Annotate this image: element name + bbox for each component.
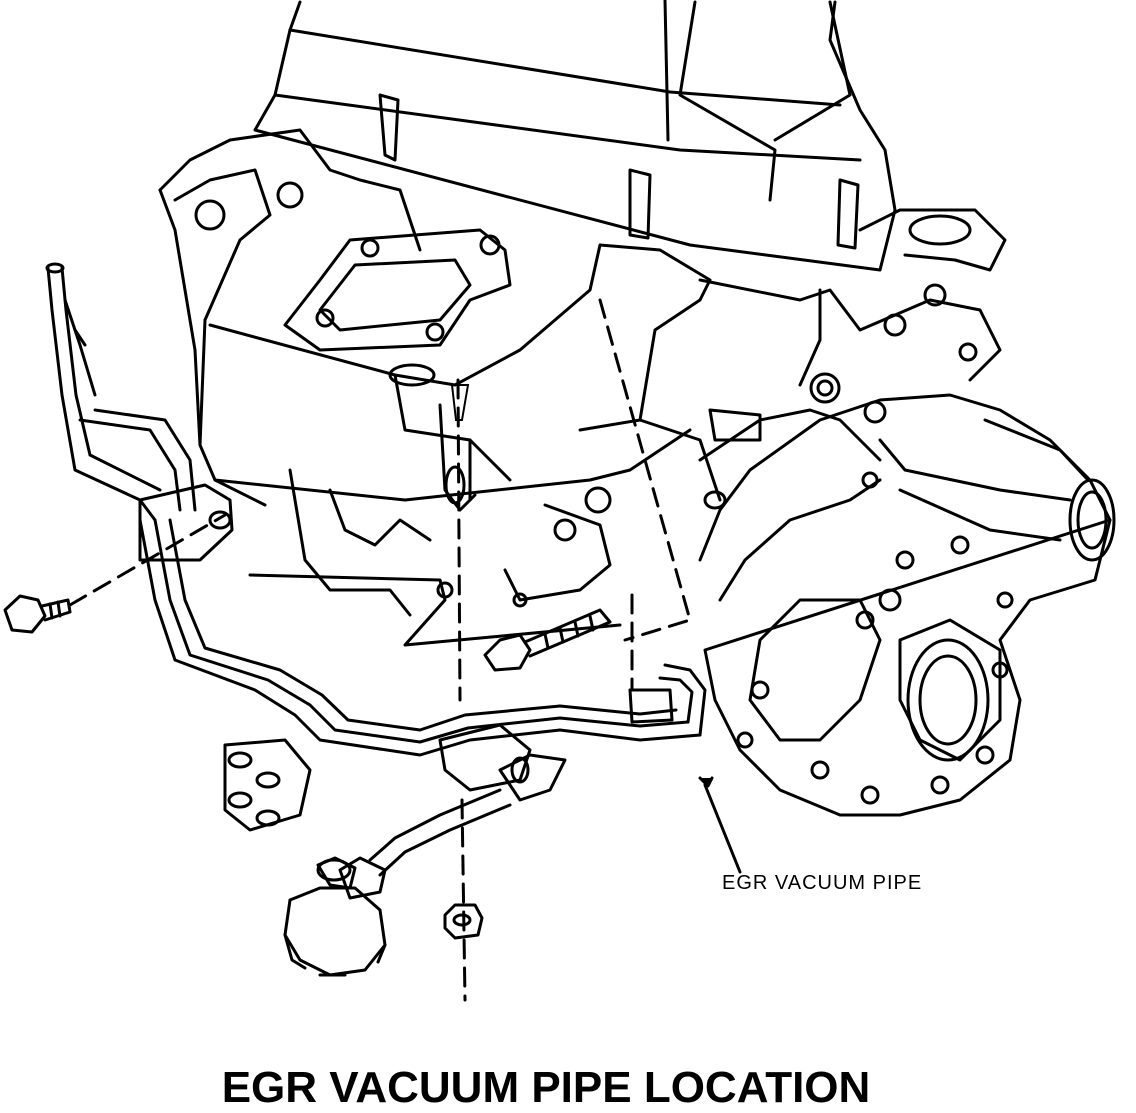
transaxle-housing — [700, 395, 1114, 815]
assembly-line-vertical — [458, 380, 465, 1000]
block-stud — [485, 610, 610, 670]
egr-canister — [285, 858, 385, 975]
figure-caption: EGR VACUUM PIPE LOCATION — [221, 1063, 871, 1112]
pipe-junction — [440, 690, 672, 800]
dipstick-tube — [47, 264, 160, 520]
egr-flange — [285, 230, 510, 385]
vacuum-hose — [340, 790, 510, 898]
valve-cover — [255, 0, 895, 270]
hex-nut — [445, 905, 482, 938]
vacuum-connector — [225, 740, 310, 830]
engine-block — [250, 210, 1005, 645]
assembly-line-pipe — [600, 300, 690, 640]
cylinder-head — [160, 130, 710, 510]
clamp-bolt — [5, 596, 70, 632]
egr-vacuum-pipe-label: EGR VACUUM PIPE — [722, 872, 923, 894]
callout-arrow — [700, 778, 712, 786]
dipstick-stud — [452, 385, 468, 420]
assembly-line-bolt — [70, 515, 225, 605]
egr-vacuum-pipe — [80, 410, 705, 755]
callout-leader — [705, 785, 740, 872]
